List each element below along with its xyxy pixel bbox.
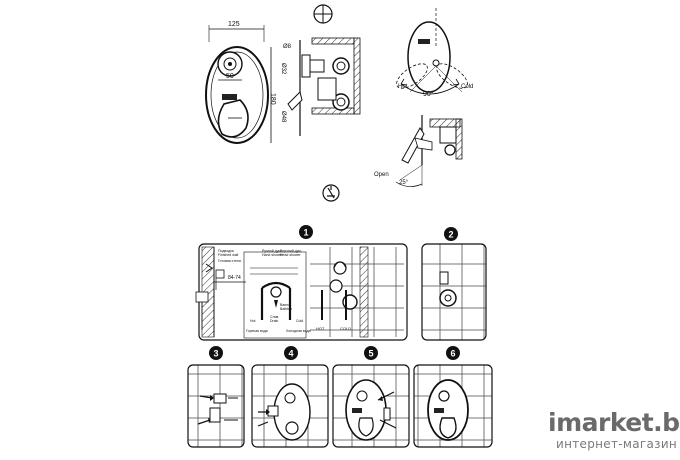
- dim-width: 125: [228, 21, 240, 28]
- step-1-number: 1: [303, 228, 308, 238]
- step-6-badge: [446, 346, 460, 360]
- step1-l3: Готовая стена: [218, 259, 241, 263]
- step-6-number: 6: [450, 349, 455, 359]
- step-3-number: 3: [213, 349, 218, 359]
- plate-symbol-icon: [313, 4, 333, 24]
- step1-l4: Ручной душ: [262, 249, 282, 253]
- step1-dim: 84-74: [228, 275, 241, 281]
- step-4-panel: 4: [251, 346, 329, 448]
- step-4-number: 4: [288, 349, 293, 359]
- front-view-drawing: 125 50 180: [205, 21, 276, 144]
- step-1-badge: [299, 225, 313, 239]
- rotation-diagram: Hot Cold 90°: [396, 8, 473, 98]
- step-3-badge: [209, 346, 223, 360]
- step-5-number: 5: [368, 349, 373, 359]
- step1-l7: Head shower: [280, 253, 301, 257]
- step-6-panel: 6: [413, 346, 493, 448]
- rotation-angle: 90°: [423, 90, 434, 98]
- step-5-badge: [364, 346, 378, 360]
- step-4-badge: [284, 346, 298, 360]
- step1-l15: Слив: [270, 315, 279, 319]
- step-3-panel: 3: [187, 346, 245, 448]
- open-label: Open: [374, 172, 389, 178]
- tool-symbol-icon: [322, 184, 340, 202]
- side-section-drawing: Ø8 Ø32 Ø48: [280, 37, 361, 136]
- watermark-brand: imarket.by: [548, 408, 680, 437]
- dim-inner: 50: [226, 73, 234, 80]
- step1-l17: HOT: [316, 326, 325, 331]
- open-angle: 25°: [399, 180, 409, 186]
- step1-l14: Bathtub: [280, 307, 292, 311]
- step1-l5: Hand shower: [262, 253, 283, 257]
- step-5-panel: 5: [332, 346, 410, 448]
- hot-label: Hot: [398, 84, 408, 90]
- dim-pipe-a: Ø8: [283, 44, 292, 50]
- step1-l1: Подводка: [218, 249, 234, 253]
- step1-l10: Горячая вода: [246, 329, 268, 333]
- open-angle-diagram: Open 25°: [374, 115, 463, 187]
- dim-pipe-c: Ø48: [280, 111, 286, 123]
- brand-plate-2: [418, 39, 430, 44]
- watermark-tagline: интернет-магазин: [556, 437, 678, 451]
- step1-l13: Ванна: [280, 303, 290, 307]
- step1-l2: Finished wall: [218, 253, 238, 257]
- brand-plate: [222, 94, 237, 100]
- step-2-panel: 2: [421, 227, 487, 341]
- step-2-badge: [444, 227, 458, 241]
- step1-l18: COLD: [340, 326, 351, 331]
- step1-l9: Hot: [250, 319, 255, 323]
- cold-label: Cold: [461, 84, 473, 90]
- step-2-number: 2: [448, 230, 453, 240]
- step1-l16: Drain: [270, 319, 278, 323]
- step1-l12: Холодная вода: [286, 329, 311, 333]
- step1-l11: Cold: [296, 319, 303, 323]
- dim-height: 180: [269, 93, 276, 105]
- step1-l6: Верхний душ: [280, 249, 302, 253]
- step-1-panel: 1 84-74 Подводка Finished wall Готовая с…: [195, 225, 408, 341]
- dim-pipe-b: Ø32: [280, 63, 286, 75]
